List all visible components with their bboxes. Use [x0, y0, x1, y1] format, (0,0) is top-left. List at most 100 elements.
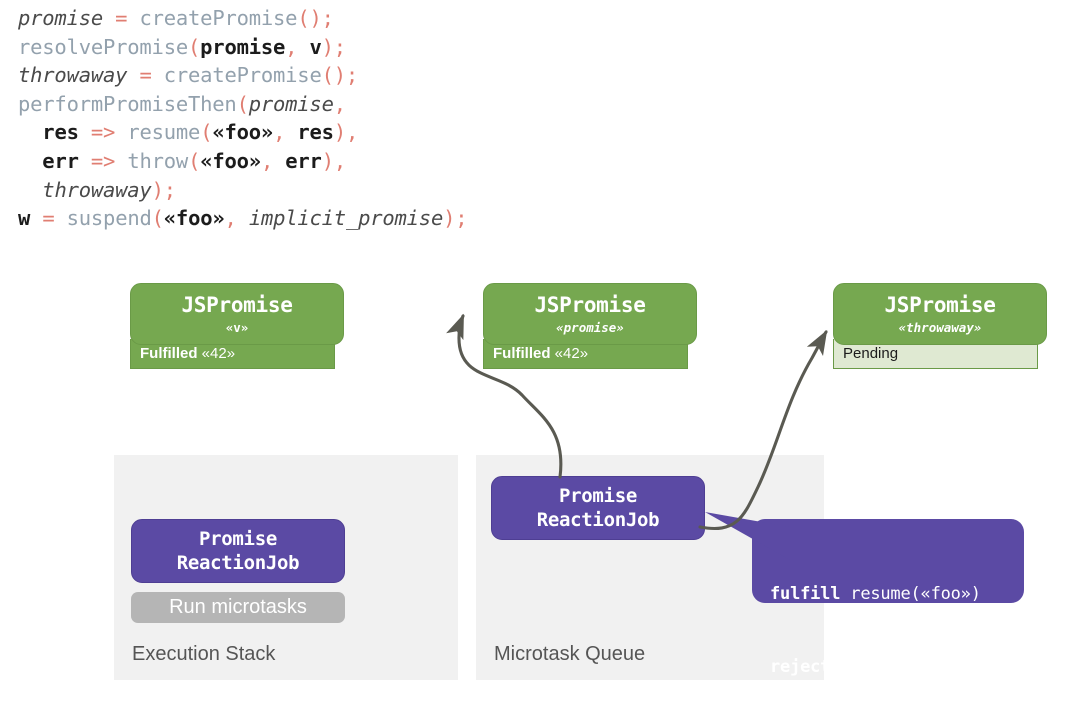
code-token: err	[285, 148, 322, 173]
code-token: (	[151, 206, 164, 231]
code-token: v	[309, 34, 322, 59]
code-token: ();	[297, 6, 334, 30]
promise-header: JSPromise «throwaway»	[833, 283, 1047, 345]
code-token: =>	[90, 148, 116, 173]
code-token	[237, 206, 249, 230]
promise-title: JSPromise	[884, 293, 996, 317]
code-token: (	[200, 120, 213, 145]
code-token: (	[188, 34, 201, 59]
code-token: ,	[273, 120, 286, 145]
job-line-2: ReactionJob	[176, 552, 300, 574]
code-token: throw	[127, 148, 189, 173]
code-token	[79, 149, 91, 173]
promise-title: JSPromise	[534, 293, 646, 317]
code-line-1: promise = createPromise();	[18, 4, 467, 33]
promise-status-label: Fulfilled	[493, 345, 551, 362]
code-token	[115, 149, 127, 173]
code-token: createPromise	[139, 6, 298, 30]
code-token: promise	[248, 91, 334, 116]
code-token	[79, 120, 91, 144]
code-token	[127, 63, 139, 87]
code-token: resume	[127, 120, 201, 145]
code-token: ,	[333, 91, 346, 116]
run-microtasks-chip[interactable]: Run microtasks	[131, 592, 345, 623]
code-line-5: res => resume(«foo», res),	[18, 118, 467, 147]
code-token: );	[151, 177, 176, 202]
code-line-3: throwaway = createPromise();	[18, 61, 467, 90]
code-token: =	[42, 206, 55, 231]
code-token: performPromiseThen	[18, 91, 237, 116]
code-line-7: throwaway);	[18, 176, 467, 205]
code-token: ,	[260, 148, 274, 173]
code-token: «foo»	[212, 120, 274, 145]
code-token: resolvePromise	[18, 34, 188, 59]
promise-box-v: JSPromise «v» Fulfilled «42»	[130, 283, 344, 369]
code-token	[152, 63, 164, 87]
code-token: implicit_promise	[248, 206, 444, 231]
promise-status-label: Pending	[843, 345, 899, 362]
code-token: «foo»	[200, 148, 261, 173]
reaction-handlers-callout: fulfill resume(«foo») reject throw(«foo»…	[752, 519, 1024, 677]
code-token: promise	[200, 34, 286, 59]
region-label: Execution Stack	[132, 643, 276, 665]
job-line-2: ReactionJob	[536, 509, 660, 531]
code-token	[18, 149, 42, 173]
code-listing: promise = createPromise();resolvePromise…	[18, 4, 468, 233]
callout-value-fulfill: resume(«foo»)	[850, 584, 981, 605]
run-microtasks-label: Run microtasks	[169, 596, 307, 618]
code-token: =	[115, 6, 128, 30]
code-token: ),	[321, 148, 346, 173]
code-token	[285, 120, 297, 144]
promise-box-throwaway: JSPromise «throwaway» Pending	[833, 283, 1047, 369]
code-token	[127, 6, 139, 30]
code-token: );	[443, 206, 468, 231]
code-token: throwaway	[18, 63, 128, 88]
code-token: res	[297, 120, 334, 145]
callout-key-fulfill: fulfill	[770, 584, 841, 605]
code-token: «foo»	[163, 206, 225, 231]
code-token: err	[42, 148, 79, 173]
region-label: Microtask Queue	[494, 643, 646, 665]
promise-status-value: «42»	[201, 345, 236, 362]
promise-subtitle: «promise»	[556, 319, 624, 335]
code-line-8: w = suspend(«foo», implicit_promise);	[18, 204, 468, 233]
code-token	[18, 178, 42, 202]
code-line-4: performPromiseThen(promise,	[18, 90, 467, 119]
job-line-1: Promise	[559, 484, 637, 507]
code-token: ),	[333, 120, 359, 145]
promise-header: JSPromise «promise»	[483, 283, 697, 345]
code-token: throwaway	[42, 177, 152, 202]
promise-header: JSPromise «v»	[130, 283, 344, 345]
code-token: createPromise	[163, 63, 322, 88]
code-token: suspend	[66, 206, 152, 231]
code-token: );	[321, 34, 346, 59]
promise-status-value: «42»	[554, 345, 589, 362]
promise-subtitle: «v»	[225, 319, 249, 335]
code-token: (	[236, 91, 249, 116]
code-token: w	[18, 206, 31, 231]
code-token	[273, 149, 285, 173]
code-token: res	[42, 120, 79, 145]
callout-key-reject: reject	[770, 656, 831, 677]
code-token	[54, 206, 66, 230]
code-token	[115, 120, 127, 144]
code-token	[18, 120, 42, 144]
code-token: promise	[18, 6, 103, 30]
job-line-1: Promise	[199, 527, 277, 550]
code-token: =>	[90, 120, 116, 145]
code-token	[30, 206, 42, 230]
promise-status-label: Fulfilled	[140, 345, 198, 362]
code-token: (	[188, 148, 201, 173]
code-token: =	[139, 63, 152, 88]
code-token	[297, 35, 309, 59]
code-line-6: err => throw(«foo», err),	[18, 147, 467, 176]
callout-value-reject: throw(«foo»)	[850, 656, 971, 677]
code-token: ,	[224, 206, 237, 231]
promise-subtitle: «throwaway»	[898, 319, 982, 335]
code-token: ();	[321, 63, 359, 88]
callout-row-fulfill: fulfill resume(«foo»)	[770, 582, 1006, 606]
